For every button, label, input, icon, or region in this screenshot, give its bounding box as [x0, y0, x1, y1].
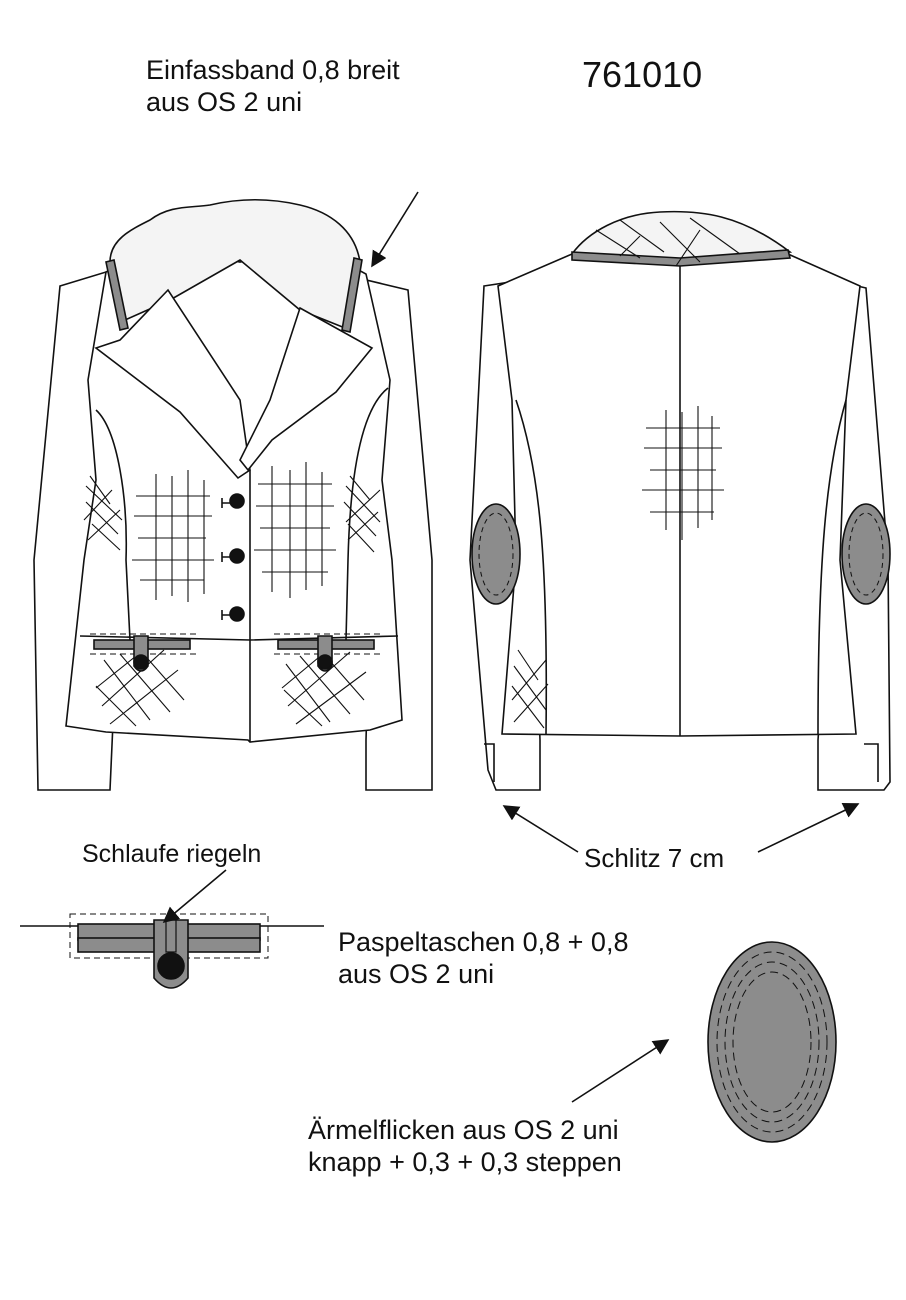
front-seam-left	[95, 409, 131, 641]
piped-pockets-label: Paspeltaschen 0,8 + 0,8 aus OS 2 uni	[338, 926, 628, 990]
pocket-button	[157, 952, 185, 980]
back-body	[497, 253, 861, 737]
vent-arrow-right	[757, 803, 860, 853]
elbow-patch-line2: knapp + 0,3 + 0,3 steppen	[308, 1147, 622, 1177]
button-bottom	[229, 606, 245, 622]
elbow-patch-arrow	[571, 1039, 670, 1103]
front-binding-tape-right	[341, 257, 363, 333]
loop-tack-label: Schlaufe riegeln	[82, 840, 262, 868]
elbow-patch-line1: Ärmelflicken aus OS 2 uni	[308, 1115, 619, 1145]
elbow-patch-label: Ärmelflicken aus OS 2 uni knapp + 0,3 + …	[308, 1114, 622, 1178]
front-buttons	[221, 493, 245, 622]
binding-tape-line1: Einfassband 0,8 breit	[146, 55, 400, 85]
pocket-detail	[20, 913, 324, 989]
back-elbow-patch-left	[471, 503, 521, 605]
loop-tack-arrow	[162, 869, 227, 924]
elbow-patch-detail	[707, 941, 837, 1143]
vent-label: Schlitz 7 cm	[584, 843, 725, 873]
front-lapel-right	[239, 306, 374, 472]
back-check-pattern	[511, 217, 741, 729]
front-piped-pocket-left	[90, 633, 196, 672]
style-number: 761010	[582, 54, 703, 95]
front-binding-tape-left	[105, 259, 129, 331]
front-piped-pocket-right	[274, 633, 380, 672]
front-seam-right	[345, 387, 389, 641]
piped-pockets-line2: aus OS 2 uni	[338, 959, 495, 989]
back-vent-right	[864, 743, 879, 782]
binding-tape-line2: aus OS 2 uni	[146, 87, 303, 117]
back-elbow-patch-right	[841, 503, 891, 605]
jacket-back-view	[469, 210, 891, 791]
button-middle	[229, 548, 245, 564]
binding-tape-arrow	[371, 191, 419, 268]
vent-arrow-left	[502, 805, 579, 853]
front-check-pattern	[83, 462, 381, 727]
back-vent-left	[484, 743, 495, 782]
piped-pockets-line1: Paspeltaschen 0,8 + 0,8	[338, 927, 629, 957]
button-top	[229, 493, 245, 509]
jacket-front-view	[33, 198, 433, 791]
front-lapel-left	[94, 288, 251, 480]
binding-tape-label: Einfassband 0,8 breit aus OS 2 uni	[146, 54, 400, 118]
